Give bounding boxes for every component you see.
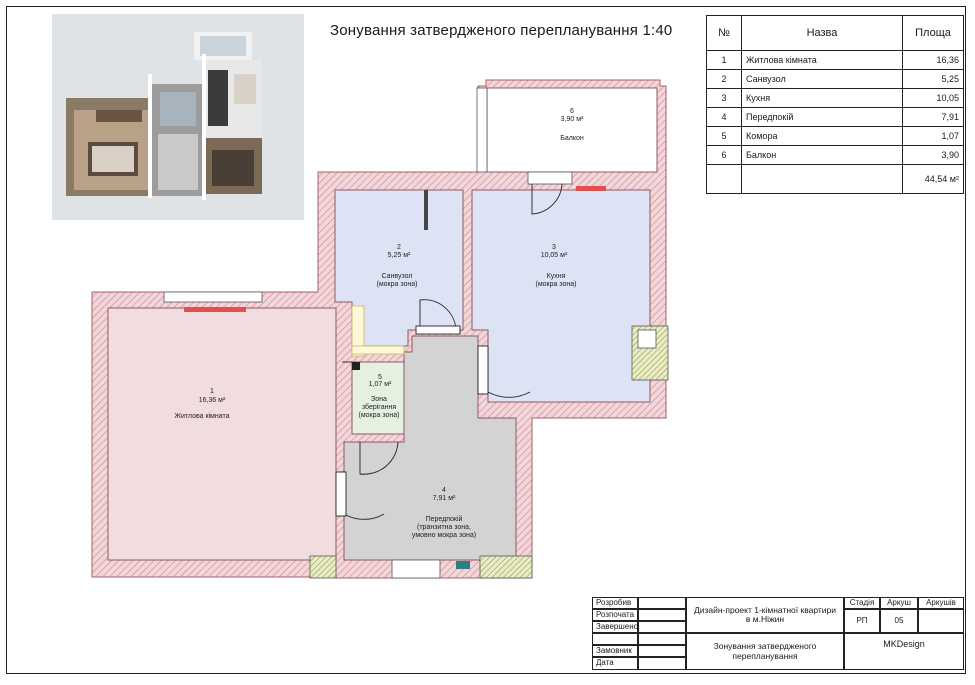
living-radiator [184,307,246,312]
room-living [107,307,337,561]
partition-yellow-h [351,345,405,355]
room-1-num: 1 [210,388,214,395]
label-checked: Розпочата [592,609,638,621]
3d-render-image [52,14,304,220]
room-4-area: 7,91 м² [433,495,456,502]
sheet-number: 05 [880,609,918,633]
value-customer [638,645,686,657]
room-3-num: 3 [552,244,556,251]
room-6-name: Балкон [560,135,584,142]
room-1-area: 16,36 м² [199,397,226,404]
value-developed [638,597,686,609]
header-area: Площа [902,15,964,51]
room-5-area: 1,07 м² [369,381,392,388]
company-name: MKDesign [844,633,964,670]
room-1-name: Житлова кімната [174,412,229,420]
sheets-total [918,609,964,633]
drawing-frame [6,6,966,674]
label-completed: Завершено [592,621,638,633]
room-5-name: Зона [371,396,387,403]
total-empty-name [741,164,903,194]
room-3-note: (мокра зона) [536,281,577,288]
room-storage [351,361,405,435]
room-4-num: 4 [442,487,446,494]
total-area: 44,54 м² [902,164,964,194]
room-balcony [486,87,658,173]
project-name: Дизайн-проект 1-кімнатної квартири в м.Н… [686,597,844,633]
living-window [163,291,263,303]
label-customer: Замовник [592,645,638,657]
3d-render-preview [52,14,304,220]
blank-row-label [592,633,638,645]
sheet-title: Зонування затвердженого перепланування 1… [330,22,673,39]
table-total-row: 44,54 м² [706,164,964,194]
label-developed: Розробив [592,597,638,609]
room-bathroom [334,189,464,347]
value-date [638,657,686,670]
room-2-name: Санвузол [382,273,413,280]
room-4-note: (транзитна зона, [417,524,471,531]
value-checked [638,609,686,621]
room-6-num: 6 [570,108,574,115]
header-num: № [706,15,742,51]
vent-opening [637,329,657,349]
value-completed [638,621,686,633]
room-5-num: 5 [378,374,382,381]
stage-value: РП [844,609,880,633]
sheet-label: Аркуш [880,597,918,609]
kitchen-window [527,171,573,185]
room-4-name: Передпокій [426,515,463,523]
room-5-note: зберігання [362,403,396,411]
entrance-door [391,559,441,579]
sheet-name: Зонування затвердженого перепланування [686,633,844,670]
room-kitchen [471,189,651,403]
room-5-note2: (мокра зона) [359,412,400,419]
table-row: 5 Комора 1,07 [706,126,964,146]
table-row: 1 Житлова кімната 16,36 [706,50,964,70]
stage-label: Стадія [844,597,880,609]
meter-box [456,561,470,569]
door-swings [335,183,563,520]
partition-yellow [351,305,365,357]
room-3-name: Кухня [547,273,566,280]
sheets-label: Аркушів [918,597,964,609]
row-area: 3,90 [902,145,964,165]
room-2-note: (мокра зона) [377,281,418,288]
room-2-area: 5,25 м² [388,252,411,259]
label-date: Дата [592,657,638,670]
room-3-area: 10,05 м² [541,252,568,259]
title-block: Розробив Розпочата Завершено Замовник Да… [592,597,964,670]
blank-row-value [638,633,686,645]
area-table: № Назва Площа 1 Житлова кімната 16,36 2 … [706,15,964,194]
column-left [309,555,337,579]
room-4-note2: умовно мокра зона) [412,532,476,539]
room-2-num: 2 [397,244,401,251]
room-6-area: 3,90 м² [561,116,584,123]
balcony-window [476,87,488,173]
kitchen-radiator [576,186,606,191]
room-labels: 1 16,36 м² Житлова кімната 2 5,25 м² Сан… [174,108,584,539]
shower-partition [424,190,428,230]
column-right [479,555,533,579]
storage-door-marker [352,362,360,370]
